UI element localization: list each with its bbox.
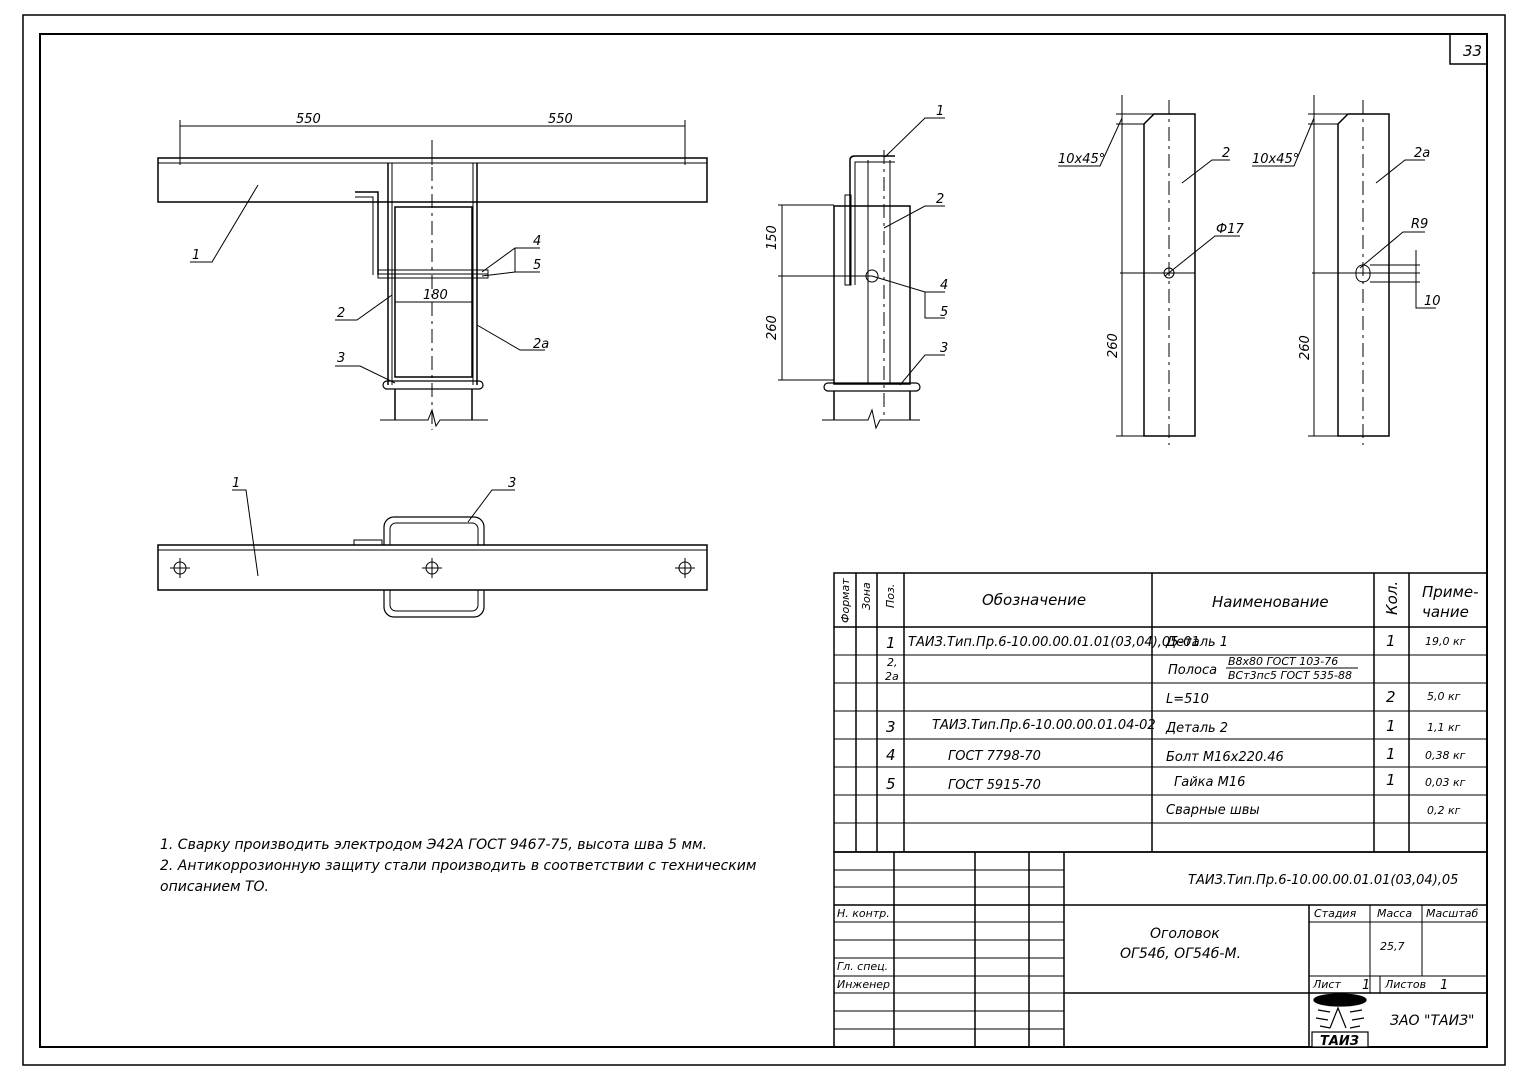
side-dim-top: 150 [765,225,780,250]
title-role-3: Инженер [837,978,890,991]
spec-header-note-1: Приме- [1422,583,1479,601]
spec-row-3-note: 5,0 кг [1427,690,1461,703]
title-company: ЗАО "ТАИЗ" [1390,1013,1474,1029]
spec-row-4-note: 1,1 кг [1427,721,1461,734]
spec-row-3-name: L=510 [1166,692,1209,707]
sheet-number: 33 [1463,42,1482,60]
plan-callout-3: 3 [508,476,516,491]
front-callout-2: 2 [337,306,345,321]
spec-row-5-name: Болт М16х220.46 [1166,750,1284,765]
spec-row-6-qty: 1 [1386,771,1396,789]
front-callout-1: 1 [192,248,200,263]
note-3: описанием ТО. [160,879,269,895]
title-stage-label: Стадия [1314,907,1357,920]
front-dim-left: 550 [296,112,321,127]
spec-row-7-name: Сварные швы [1166,803,1260,818]
note-1: 1. Сварку производить электродом Э42А ГО… [160,837,707,853]
title-line-1: Оголовок [1150,926,1220,942]
spec-row-1-pos: 1 [886,634,896,652]
spec-row-5-designation: ГОСТ 7798-70 [948,749,1041,764]
spec-header-designation: Обозначение [982,591,1086,609]
title-document-code: ТАИЗ.Тип.Пр.6-10.00.00.01.01(03,04),05 [1188,873,1458,888]
detail-2-chamfer: 10х45° [1058,152,1105,167]
detail-2a-chamfer: 10х45° [1252,152,1299,167]
front-callout-2a: 2а [533,337,549,352]
inner-frame [39,33,1488,1048]
detail-2-callout: 2 [1222,146,1230,161]
spec-row-5-pos: 4 [886,746,896,764]
title-scale-label: Масштаб [1426,907,1478,920]
detail-2-length: 260 [1106,333,1121,358]
spec-row-6-note: 0,03 кг [1425,776,1466,789]
spec-row-4-pos: 3 [886,718,896,736]
detail-2a-view [1252,95,1436,445]
title-block-grid [833,851,1488,1048]
side-callout-1: 1 [936,104,944,119]
spec-row-1-note: 19,0 кг [1425,635,1466,648]
title-sheet-value: 1 [1362,978,1370,993]
spec-row-2-pos: 2, [887,656,898,669]
spec-row-2-name-bottom: ВСт3пс5 ГОСТ 535-88 [1228,669,1352,682]
side-callout-4: 4 [940,278,948,293]
front-dim-inner: 180 [423,288,448,303]
company-logo-text: ТАИЗ [1320,1034,1359,1049]
title-sheets-label: Листов [1384,978,1426,991]
spec-row-4-designation: ТАИЗ.Тип.Пр.6-10.00.00.01.04-02 [932,718,1156,733]
plan-callout-1: 1 [232,476,240,491]
spec-row-3-qty: 2 [1386,688,1396,706]
front-callout-4: 4 [533,234,541,249]
spec-row-5-note: 0,38 кг [1425,749,1466,762]
side-dim-bottom: 260 [765,315,780,340]
spec-header-note-2: чание [1422,603,1469,621]
detail-2a-radius: R9 [1411,217,1428,232]
spec-header-pos: Поз. [884,584,897,608]
front-callout-5: 5 [533,258,541,273]
spec-row-4-name: Деталь 2 [1165,721,1228,736]
title-sheet-label: Лист [1312,978,1341,991]
spec-row-6-name: Гайка М16 [1174,775,1245,790]
detail-2-view [1058,95,1240,445]
spec-row-4-qty: 1 [1386,717,1396,735]
spec-row-6-designation: ГОСТ 5915-70 [948,778,1041,793]
plan-view [157,489,708,618]
spec-header-format: Формат [839,578,852,623]
spec-row-1-name: Деталь 1 [1165,635,1228,650]
detail-2a-callout: 2а [1414,146,1430,161]
title-mass-value: 25,7 [1380,940,1405,953]
spec-row-1-qty: 1 [1386,632,1396,650]
spec-row-6-pos: 5 [886,775,896,793]
front-dim-right: 550 [548,112,573,127]
side-callout-5: 5 [940,305,948,320]
company-logo [1311,993,1369,1048]
spec-row-2-pos2: 2а [885,670,899,683]
spec-row-7-note: 0,2 кг [1427,804,1461,817]
spec-row-1-designation: ТАИЗ.Тип.Пр.6-10.00.00.01.01(03,04),05-0… [908,635,1200,650]
title-mass-label: Масса [1377,907,1412,920]
title-line-2: ОГ54б, ОГ54б-М. [1120,946,1241,962]
side-view [778,117,945,430]
outer-frame [22,14,1506,1066]
spec-header-zone: Зона [860,582,873,610]
front-callout-3: 3 [337,351,345,366]
front-view [157,120,708,430]
spec-row-2-name-top: В8х80 ГОСТ 103-76 [1228,655,1338,668]
detail-2a-slot: 10 [1424,294,1441,309]
spec-header-name: Наименование [1212,593,1329,611]
side-callout-3: 3 [940,341,948,356]
side-callout-2: 2 [936,192,944,207]
spec-table-grid [833,572,1488,853]
detail-2-hole: Ф17 [1216,222,1244,237]
note-2: 2. Антикоррозионную защиту стали произво… [160,858,757,874]
spec-header-qty: Кол. [1383,581,1401,615]
title-role-1: Н. контр. [837,907,890,920]
spec-row-2-name: Полоса [1168,663,1217,678]
title-role-2: Гл. спец. [837,960,888,973]
spec-row-5-qty: 1 [1386,745,1396,763]
title-sheets-value: 1 [1440,978,1448,993]
detail-2a-length: 260 [1298,335,1313,360]
